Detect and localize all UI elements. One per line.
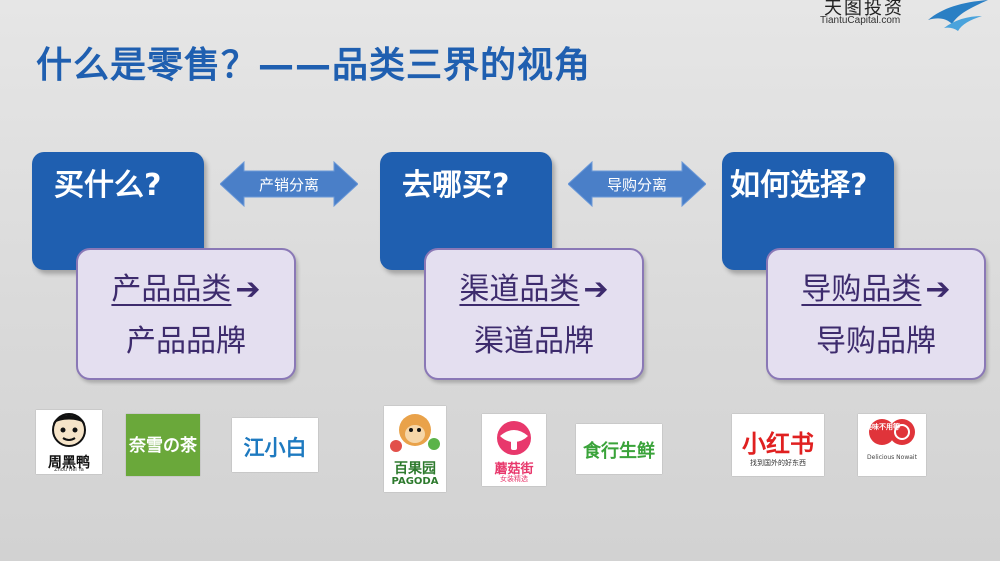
brand-name: 蘑菇街 — [494, 462, 534, 477]
brand-name: 奈雪の茶 — [129, 436, 197, 456]
brand-logo-shixing: 食行生鲜 — [576, 424, 662, 474]
mascot-face-icon — [52, 413, 86, 447]
heart-badge-icon — [869, 419, 915, 445]
arrow-right-icon: ➔ — [583, 272, 609, 307]
brand-name: 周黑鸭 — [48, 455, 90, 471]
brand-sub: Zhou Hei Ya — [54, 467, 84, 473]
category-guide: 导购品类 — [801, 272, 922, 307]
brand-logo-xiaohongshu: 小红书 找到国外的好东西 — [732, 414, 824, 476]
arrow-right-icon: ➔ — [235, 272, 261, 307]
category-channel: 渠道品类 — [459, 272, 580, 307]
double-arrow-icon: 产销分离 — [219, 160, 359, 208]
brand-logo-jiangxiaobai: 江小白 — [232, 418, 318, 472]
category-box-product: 产品品类➔ 产品品牌 — [76, 248, 296, 380]
brand-name: 小红书 — [742, 430, 814, 458]
connector-label-1: 产销分离 — [258, 176, 319, 194]
category-box-guide: 导购品类➔ 导购品牌 — [766, 248, 986, 380]
brand-name: 江小白 — [243, 436, 307, 460]
brand-name: 食行生鲜 — [583, 441, 655, 462]
brand-type-product: 产品品牌 — [126, 324, 246, 359]
question-what: 买什么? — [54, 168, 162, 203]
question-where: 去哪买? — [402, 168, 510, 203]
category-box-channel: 渠道品类➔ 渠道品牌 — [424, 248, 644, 380]
tiantu-logo: 天图投资 TiantuCapital.com — [804, 0, 994, 34]
brand-sub: 女装精选 — [500, 475, 528, 483]
question-how: 如何选择? — [730, 168, 868, 203]
connector-label-2: 导购分离 — [606, 176, 667, 194]
mushroom-icon — [497, 421, 531, 455]
brand-logo-pagoda: 百果园 PAGODA — [384, 406, 446, 492]
brand-sub: PAGODA — [391, 476, 439, 487]
brand-logo-meiwei: 美味不用等 Delicious Nowait — [858, 414, 926, 476]
brand-type-channel: 渠道品牌 — [474, 324, 594, 359]
brand-sub: Delicious Nowait — [867, 454, 917, 461]
double-arrow-icon: 导购分离 — [567, 160, 707, 208]
category-product: 产品品类 — [111, 272, 232, 307]
slide-title: 什么是零售？——品类三界的视角 — [36, 45, 592, 86]
brand-logo-naixue: 奈雪の茶 — [126, 414, 200, 476]
arrow-right-icon: ➔ — [925, 272, 951, 307]
brand-name: 百果园 — [394, 461, 436, 477]
brand-logo-zhouheiya: 周黑鸭 Zhou Hei Ya — [36, 410, 102, 474]
logo-en-text: TiantuCapital.com — [820, 15, 901, 26]
logo-cn-text: 天图投资 — [824, 0, 904, 19]
monkey-mascot-icon — [390, 414, 440, 452]
brand-sub: 找到国外的好东西 — [750, 459, 806, 467]
brand-name: 美味不用等 — [865, 423, 900, 431]
bird-logo-icon — [928, 0, 988, 31]
brand-logo-mogujie: 蘑菇街 女装精选 — [482, 414, 546, 486]
brand-type-guide: 导购品牌 — [816, 324, 936, 359]
